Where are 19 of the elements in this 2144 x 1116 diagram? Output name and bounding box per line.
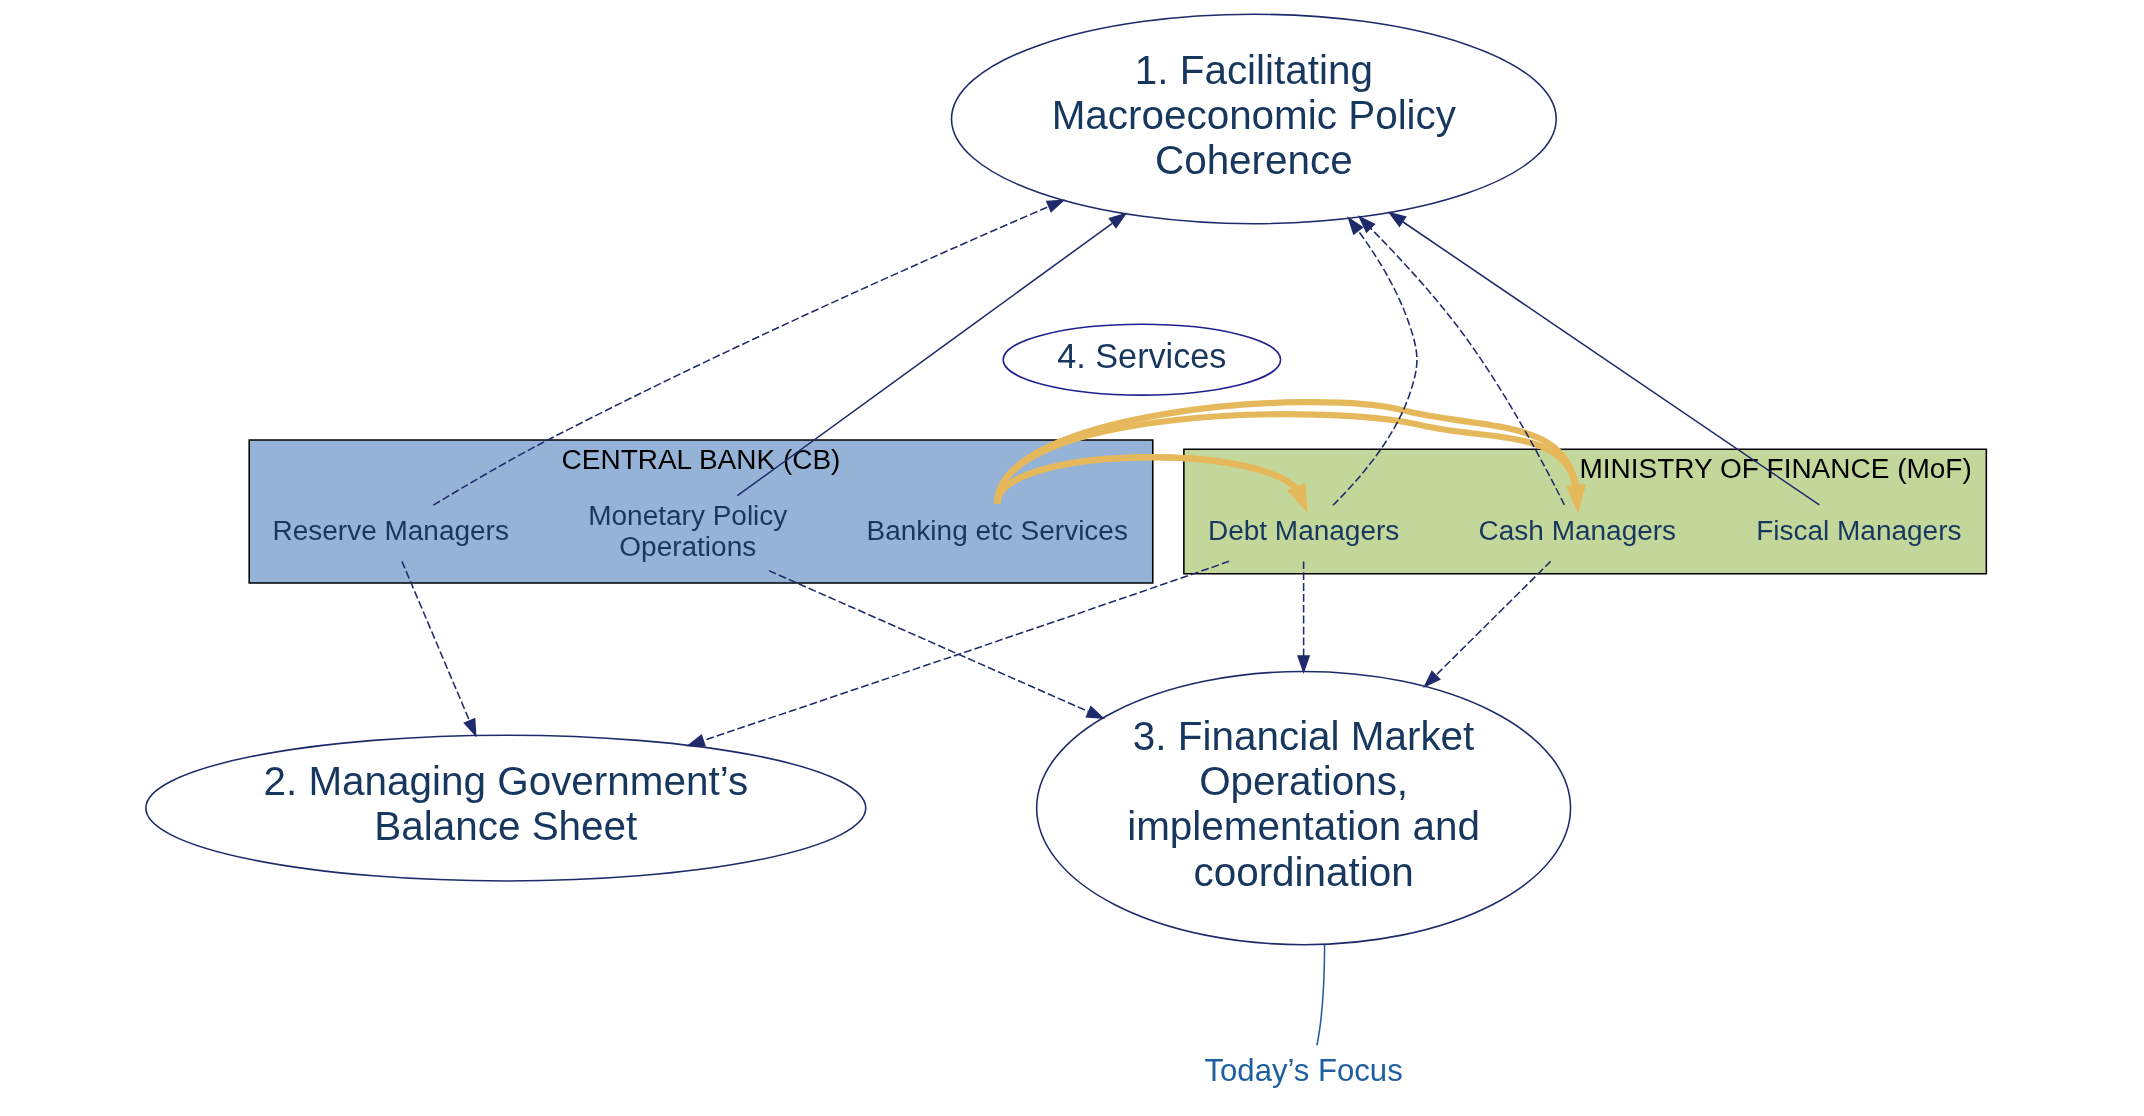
- node-text: Monetary Policy Operations: [587, 499, 787, 562]
- arrow: [993, 399, 1586, 514]
- arrow: [1331, 216, 1418, 506]
- node-text: Banking etc Services: [866, 515, 1128, 547]
- arrow: [685, 560, 1230, 747]
- node-text: Fiscal Managers: [1755, 515, 1961, 547]
- node-text: Reserve Managers: [272, 515, 509, 547]
- node-ellipse: 1. Facilitating Macroeconomic Policy Coherence: [950, 13, 1557, 225]
- arrow: [432, 199, 1065, 506]
- node-text: Today’s Focus: [1204, 1053, 1403, 1089]
- arrow: [1387, 211, 1820, 506]
- node-text: Debt Managers: [1207, 515, 1399, 547]
- node-ellipse: 4. Services: [1001, 323, 1281, 396]
- connector: [1315, 943, 1325, 1047]
- node-text: Cash Managers: [1478, 515, 1676, 547]
- arrow: [736, 212, 1127, 497]
- arrow: [767, 569, 1105, 719]
- arrow: [1296, 560, 1310, 674]
- arrow: [1357, 215, 1565, 506]
